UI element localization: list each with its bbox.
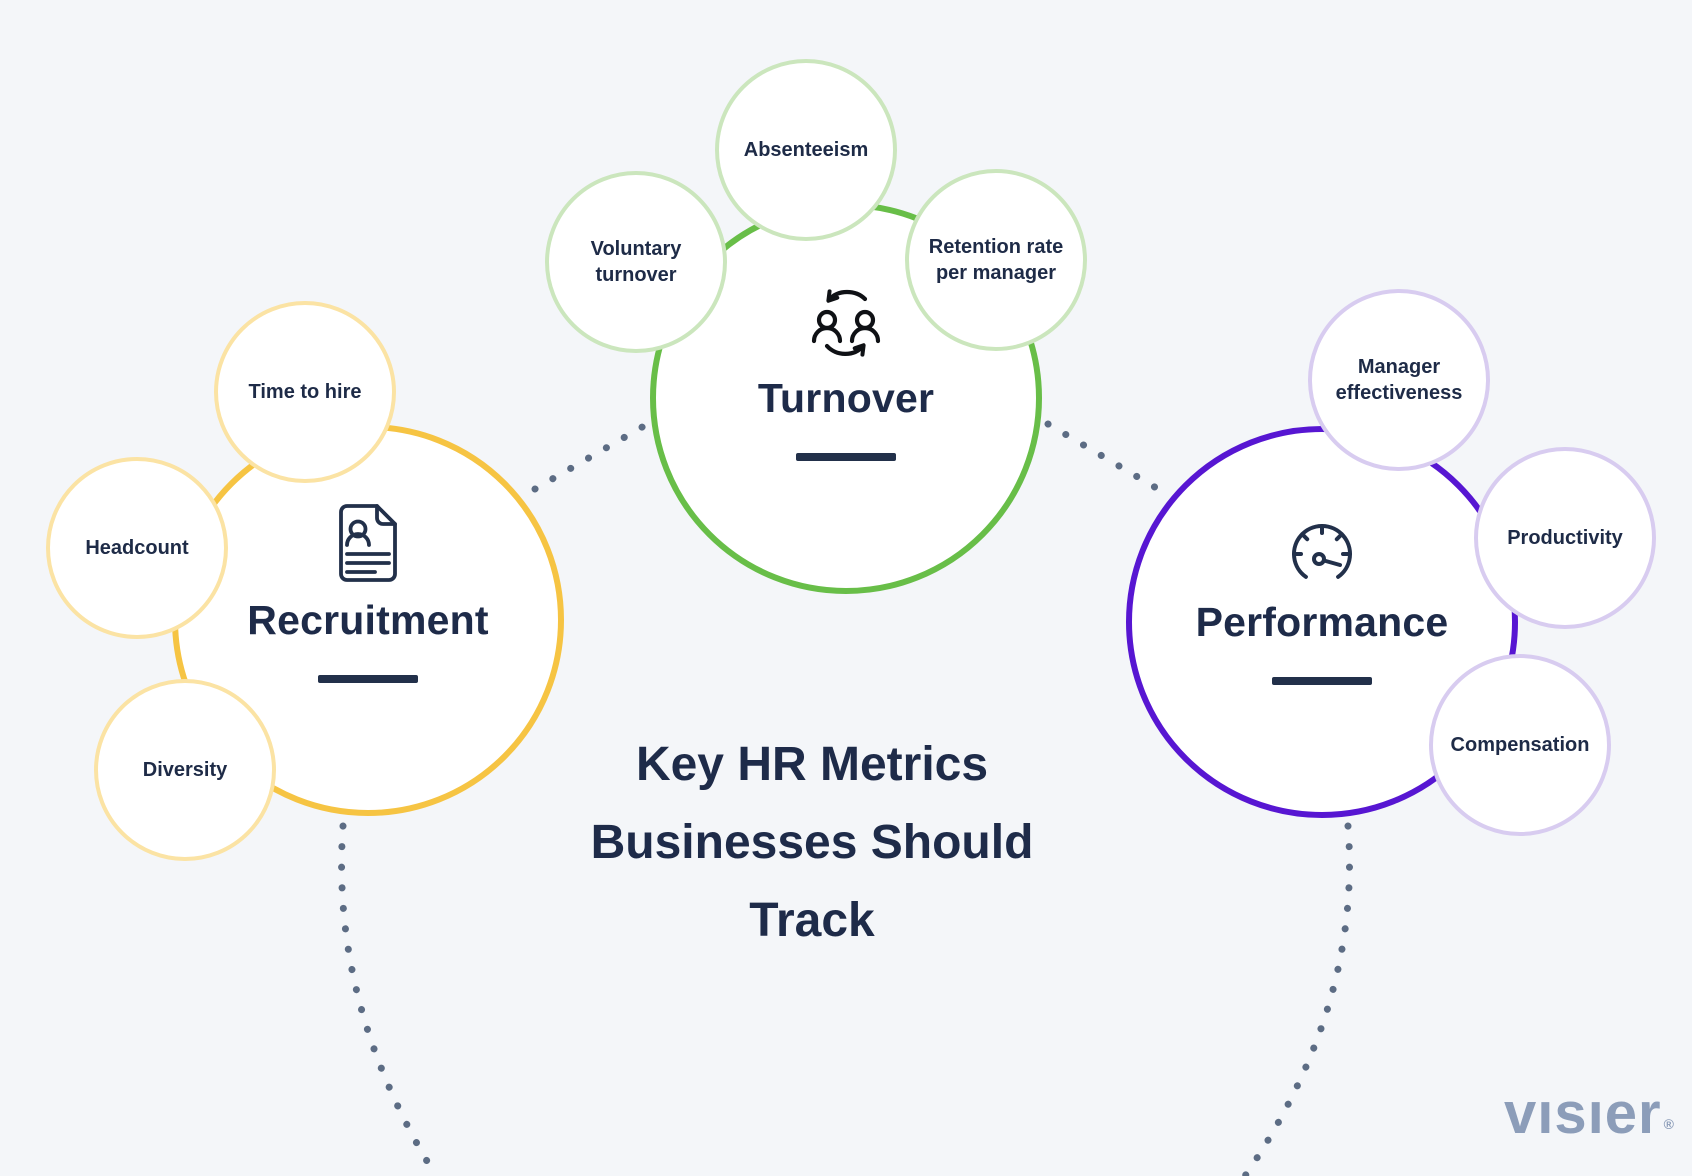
- visier-wordmark: vısıer: [1504, 1081, 1662, 1146]
- satellite-label-productivity: Productivity: [1507, 527, 1623, 549]
- performance-underline: [1272, 677, 1372, 685]
- registered-mark-icon: ®: [1663, 1116, 1674, 1132]
- speedometer-icon: [1282, 504, 1362, 584]
- satellite-label-compensation: Compensation: [1450, 734, 1590, 756]
- title-line-1: Key HR Metrics: [635, 738, 989, 791]
- satellite-label-time-to-hire: Time to hire: [248, 381, 362, 403]
- recruitment-label: Recruitment: [247, 597, 489, 643]
- satellite-label-absenteeism: Absenteeism: [743, 139, 869, 161]
- satellite-label-retention-rate: Retention rate per manager: [928, 236, 1064, 284]
- resume-document-icon: [337, 502, 399, 582]
- satellite-label-voluntary-turnover: Voluntary turnover: [590, 238, 682, 286]
- satellite-label-manager-effectiveness: Manager effectiveness: [1335, 356, 1463, 404]
- dotted-link-turnover-performance: [1044, 420, 1162, 493]
- satellite-voluntary-turnover: Voluntary turnover: [545, 171, 727, 353]
- satellite-label-headcount: Headcount: [85, 537, 189, 559]
- satellite-retention-rate: Retention rate per manager: [905, 169, 1087, 351]
- title-line-3: Track: [749, 894, 875, 947]
- satellite-productivity: Productivity: [1474, 447, 1656, 629]
- performance-label: Performance: [1195, 599, 1449, 645]
- satellite-manager-effectiveness: Manager effectiveness: [1308, 289, 1490, 471]
- turnover-underline: [796, 453, 896, 461]
- title-line-2: Businesses Should: [590, 816, 1034, 869]
- satellite-diversity: Diversity: [94, 679, 276, 861]
- dotted-link-recruitment-turnover: [531, 422, 648, 493]
- turnover-label: Turnover: [757, 375, 935, 421]
- satellite-label-diversity: Diversity: [142, 759, 228, 781]
- employee-swap-icon: [804, 280, 888, 360]
- satellite-time-to-hire: Time to hire: [214, 301, 396, 483]
- page-title: Key HR Metrics Businesses Should Track: [482, 726, 1142, 960]
- recruitment-underline: [318, 675, 418, 683]
- visier-logo: vısıer®: [1504, 1080, 1674, 1147]
- satellite-headcount: Headcount: [46, 457, 228, 639]
- satellite-compensation: Compensation: [1429, 654, 1611, 836]
- dotted-tail-performance: [1241, 822, 1353, 1176]
- satellite-absenteeism: Absenteeism: [715, 59, 897, 241]
- dotted-tail-recruitment: [338, 822, 440, 1176]
- performance-circle: Performance: [1126, 426, 1518, 818]
